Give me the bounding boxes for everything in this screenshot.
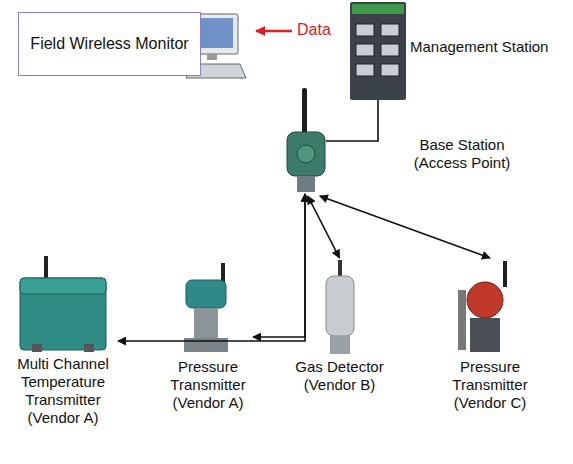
field-device: Pressure Transmitter (Vendor C): [445, 258, 535, 412]
temperature-transmitter-image: [20, 256, 106, 352]
temperature-transmitter-image: [32, 344, 42, 352]
gas-detector-image: [338, 260, 342, 278]
node-label: Pressure Transmitter (Vendor A): [163, 358, 253, 412]
base-station: Base Station (Access Point): [284, 88, 326, 194]
node-label: Gas Detector (Vendor B): [292, 358, 387, 394]
connector: [320, 196, 490, 258]
connector: [253, 194, 305, 337]
connector: [326, 100, 378, 141]
temperature-transmitter-image: [44, 256, 48, 280]
base-station-image: [287, 132, 325, 176]
switch-image: [356, 24, 374, 36]
node-label: Multi Channel Temperature Transmitter (V…: [8, 355, 118, 427]
pressure-transmitter-image: [184, 338, 228, 352]
switch-image: [350, 2, 406, 100]
pressure-transmitter-image: [194, 308, 218, 338]
field-device: Pressure Transmitter (Vendor A): [163, 262, 253, 412]
data-arrow: [256, 31, 292, 32]
switch-image: [381, 24, 399, 36]
node-label: Management Station: [410, 38, 548, 56]
base-station-image: [287, 88, 325, 192]
pc-icon: [186, 64, 246, 78]
gas-detector-image: [326, 276, 354, 336]
temperature-transmitter-image: [84, 344, 94, 352]
pc-icon: [207, 54, 217, 60]
monitor-label-box: Field Wireless Monitor: [18, 12, 201, 76]
switch-image: [352, 4, 404, 14]
field-device: Gas Detector (Vendor B): [292, 258, 387, 394]
switch-image: [381, 44, 399, 56]
management-station: Management Station: [350, 2, 406, 100]
connector: [308, 196, 340, 258]
switch-image: [381, 64, 399, 76]
gas-detector-image: [330, 336, 350, 354]
pressure-transmitter-image: [186, 280, 226, 308]
node-label: Base Station (Access Point): [402, 136, 522, 172]
temperature-transmitter-image: [20, 278, 106, 350]
pc-icon: [176, 14, 246, 78]
pc-icon: [186, 14, 238, 54]
base-station-image: [297, 176, 315, 192]
switch-image: [356, 44, 374, 56]
base-station-image: [297, 145, 315, 163]
field-device: Multi Channel Temperature Transmitter (V…: [8, 255, 118, 427]
temperature-transmitter-image: [20, 278, 106, 294]
pressure-transmitter-image: [458, 290, 466, 350]
pressure-transmitter-image: [470, 318, 500, 352]
base-station-image: [302, 88, 307, 134]
node-label: Pressure Transmitter (Vendor C): [445, 358, 535, 412]
signal-label: Data: [297, 21, 331, 39]
switch-image: [350, 2, 406, 100]
pressure-transmitter-image: [503, 261, 507, 287]
pressure-transmitter-image: [467, 282, 503, 318]
pressure-transmitter-image: [458, 261, 507, 352]
gas-detector-image: [326, 260, 354, 354]
connector: [118, 194, 305, 341]
pressure-transmitter-image: [184, 263, 228, 352]
pc-icon: [191, 18, 233, 48]
switch-image: [356, 64, 374, 76]
node-label: Field Wireless Monitor: [30, 34, 188, 54]
data-arrow: [256, 30, 292, 33]
